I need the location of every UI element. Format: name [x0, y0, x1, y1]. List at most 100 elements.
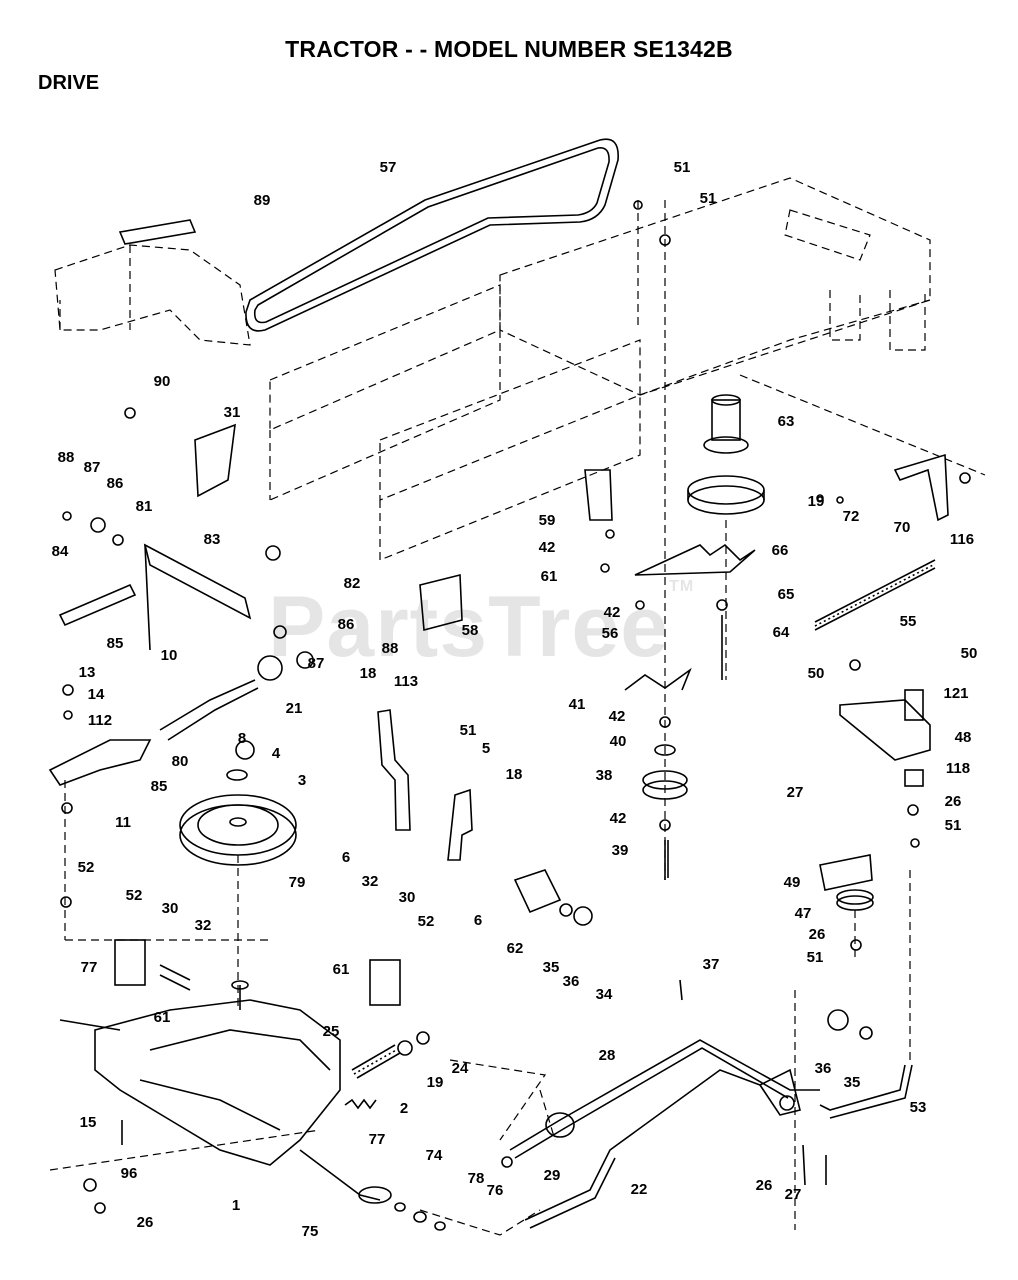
- callout-26: 26: [945, 793, 962, 810]
- callout-51: 51: [807, 949, 824, 966]
- callout-51: 51: [460, 722, 477, 739]
- callout-32: 32: [362, 873, 379, 890]
- callout-35: 35: [543, 959, 560, 976]
- bracket-5: [447, 788, 473, 861]
- plate-80: [48, 739, 152, 786]
- callout-18: 18: [360, 665, 377, 682]
- watermark-tm: TM: [669, 578, 695, 595]
- console-plate: [118, 219, 197, 245]
- callout-14: 14: [88, 686, 105, 703]
- callout-61: 61: [154, 1009, 171, 1026]
- callout-70: 70: [894, 519, 911, 536]
- callout-90: 90: [154, 373, 171, 390]
- callout-65: 65: [778, 586, 795, 603]
- callout-5: 5: [482, 740, 490, 757]
- watermark: PartsTreeTM: [268, 578, 694, 677]
- section-title: DRIVE: [38, 72, 100, 94]
- callout-36: 36: [815, 1060, 832, 1077]
- callout-87: 87: [84, 459, 101, 476]
- callout-24: 24: [452, 1060, 469, 1077]
- transaxle-1: [49, 980, 381, 1201]
- callout-1: 1: [232, 1197, 240, 1214]
- upper-pulley-assembly: [637, 200, 765, 880]
- callout-96: 96: [121, 1165, 138, 1182]
- callout-22: 22: [631, 1181, 648, 1198]
- callout-85: 85: [151, 778, 168, 795]
- callout-11: 11: [115, 814, 131, 831]
- callout-51: 51: [700, 190, 717, 207]
- callout-15: 15: [80, 1114, 97, 1131]
- callout-88: 88: [382, 640, 399, 657]
- callout-86: 86: [107, 475, 124, 492]
- transmission-pulley-3: [179, 769, 297, 1010]
- callout-13: 13: [79, 664, 96, 681]
- callout-42: 42: [539, 539, 556, 556]
- callout-21: 21: [286, 700, 303, 717]
- callout-10: 10: [161, 647, 178, 664]
- page-title: TRACTOR - - MODEL NUMBER SE1342B: [285, 36, 733, 62]
- spring-55: [814, 559, 936, 631]
- callout-77: 77: [81, 959, 98, 976]
- callout-59: 59: [539, 512, 556, 529]
- callout-6: 6: [342, 849, 350, 866]
- bracket-70: [893, 453, 949, 522]
- callout-64: 64: [773, 624, 790, 641]
- pulley-47-assembly: [819, 854, 874, 960]
- shift-lever-assembly: [58, 543, 283, 741]
- washer-stack: [358, 1186, 446, 1231]
- callout-57: 57: [380, 159, 397, 176]
- callout-81: 81: [136, 498, 153, 515]
- bracket-113: [377, 709, 411, 831]
- callout-50: 50: [808, 665, 825, 682]
- callout-31: 31: [224, 404, 241, 421]
- callout-116: 116: [950, 531, 974, 548]
- callout-2: 2: [400, 1100, 408, 1117]
- bracket-58: [419, 573, 463, 632]
- callout-19: 19: [808, 493, 825, 510]
- callout-72: 72: [843, 508, 860, 525]
- bracket-30-left: [114, 939, 146, 986]
- decal: [194, 423, 236, 498]
- callout-35: 35: [844, 1074, 861, 1091]
- callout-26: 26: [756, 1177, 773, 1194]
- callout-34: 34: [596, 986, 613, 1003]
- callout-61: 61: [333, 961, 350, 978]
- hardware: [60, 200, 971, 1214]
- callout-63: 63: [778, 413, 795, 430]
- callout-62: 62: [507, 940, 524, 957]
- callout-52: 52: [418, 913, 435, 930]
- callout-118: 118: [946, 760, 970, 777]
- callout-50: 50: [961, 645, 978, 662]
- callout-76: 76: [487, 1182, 504, 1199]
- linkage-rods: [509, 1039, 913, 1229]
- bracket-30-right: [369, 959, 401, 1006]
- callout-113: 113: [394, 673, 418, 690]
- callout-39: 39: [612, 842, 629, 859]
- callout-3: 3: [298, 772, 306, 789]
- callout-77: 77: [369, 1131, 386, 1148]
- callout-38: 38: [596, 767, 613, 784]
- callout-32: 32: [195, 917, 212, 934]
- callout-52: 52: [78, 859, 95, 876]
- callout-27: 27: [785, 1186, 802, 1203]
- callout-27: 27: [787, 784, 804, 801]
- callout-4: 4: [272, 745, 281, 762]
- callout-80: 80: [172, 753, 189, 770]
- spring-25: [351, 1044, 401, 1079]
- fender-hood: [54, 244, 251, 346]
- spacer-62: [513, 869, 562, 914]
- spring-66: [634, 543, 756, 576]
- callout-30: 30: [162, 900, 179, 917]
- callout-42: 42: [609, 708, 626, 725]
- callout-42: 42: [604, 604, 621, 621]
- callout-36: 36: [563, 973, 580, 990]
- callout-83: 83: [204, 531, 221, 548]
- callout-75: 75: [302, 1223, 319, 1240]
- callout-18: 18: [506, 766, 523, 783]
- chassis-frame: [269, 177, 931, 561]
- callout-58: 58: [462, 622, 479, 639]
- callout-48: 48: [955, 729, 972, 746]
- callout-53: 53: [910, 1099, 927, 1116]
